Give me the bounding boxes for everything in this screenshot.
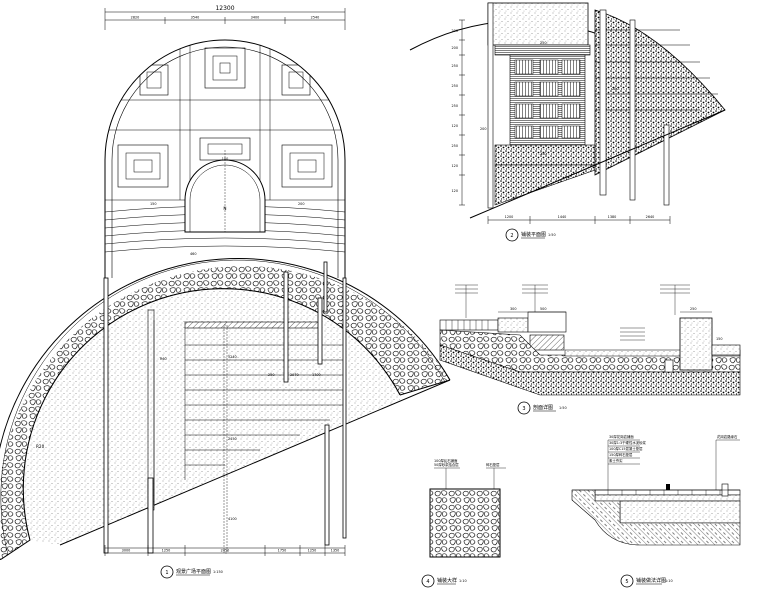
detail-2-side-dim-12: 250 xyxy=(540,152,546,156)
plan-1-label-460: 460 xyxy=(190,252,196,256)
plan-1-label-2070: 2070 xyxy=(290,373,299,377)
plan-1-top-dim-3: 3400 xyxy=(251,16,260,20)
detail-3-caption-title: 剖面详图 xyxy=(533,404,553,411)
detail-2-side-dim-5: 250 xyxy=(452,104,458,108)
detail-5-note-4: 150厚碎石垫层 xyxy=(609,452,633,457)
detail-2-side-dim-13: 200 xyxy=(612,87,618,91)
detail-2-caption-scale: 1:50 xyxy=(548,233,556,237)
detail-2-caption-number: 2 xyxy=(510,233,513,239)
detail-2-side-dim-8: 120 xyxy=(452,164,458,168)
detail-2-bottom-dim-4: 2640 xyxy=(646,215,655,219)
plan-1-label-r60: R60 xyxy=(160,357,167,361)
detail-2-side-dim-3: 250 xyxy=(452,64,458,68)
plan-1-caption-number: 1 xyxy=(165,570,168,576)
detail-5-note-6: 花岗岩路缘石 xyxy=(717,434,738,439)
detail-2-side-dim-9: 120 xyxy=(452,189,458,193)
detail-5-caption-title: 铺装做法详图 xyxy=(636,577,666,584)
detail-2-side-dim-10: 200 xyxy=(480,127,486,131)
detail-2-side-dim-4: 250 xyxy=(452,84,458,88)
detail-2-caption-title: 铺装平面图 xyxy=(521,231,546,238)
plan-1-bottom-dim-2: 1250 xyxy=(162,549,171,553)
plan-1-top-dim-1: 2820 xyxy=(131,16,140,20)
detail-2-side-dim-2: 200 xyxy=(452,46,458,50)
plan-1-bottom-dim-6: 1350 xyxy=(331,549,340,553)
detail-4-note-2: 50厚砂浆结合层 xyxy=(434,462,459,467)
plan-1-label-150: 150 xyxy=(150,202,156,206)
detail-5-note-5: 素土夯实 xyxy=(609,458,623,463)
plan-1-caption-circle xyxy=(160,565,174,579)
detail-3-caption-scale: 1:50 xyxy=(559,406,567,410)
plan-1-label-200: 200 xyxy=(298,202,304,206)
plan-1-label-n: N xyxy=(223,206,226,211)
detail-3-note-2: 500 xyxy=(540,307,546,311)
detail-3-drawing: 300 500 250 150 3 剖面详图 1:50 xyxy=(439,284,741,415)
detail-3-note-3: 250 xyxy=(690,307,696,311)
plan-1-bottom-dim-3: 2450 xyxy=(221,549,230,553)
detail-2-side-dim-7: 250 xyxy=(452,144,458,148)
detail-3-note-1: 300 xyxy=(510,307,516,311)
plan-1-label-5240: 5240 xyxy=(228,355,237,359)
plan-1-label-r20: R20 xyxy=(36,444,45,449)
detail-2-side-dim-6: 120 xyxy=(452,124,458,128)
plan-1-caption-scale: 1:150 xyxy=(213,570,223,574)
detail-4-caption-circle xyxy=(421,574,435,588)
plan-1-top-dim-2: 3540 xyxy=(191,16,200,20)
plan-1-label-100: 100 xyxy=(222,157,228,161)
detail-5-caption-scale: 1:10 xyxy=(665,579,673,583)
detail-3-caption-circle xyxy=(517,401,531,415)
detail-5-note-2: 30厚1:3干硬性水泥砂浆 xyxy=(609,440,647,445)
detail-2-side-dim-11: 250 xyxy=(540,41,546,45)
detail-2-caption-circle xyxy=(505,228,519,242)
detail-4-note-3: 碎石垫层 xyxy=(486,462,500,467)
plan-1-drawing: 12300 2820 3540 3400 2540 xyxy=(0,5,451,579)
detail-5-caption-number: 5 xyxy=(625,579,628,585)
plan-1-bottom-dim-1: 3000 xyxy=(122,549,131,553)
detail-4-drawing: 100厚乱石铺面 50厚砂浆结合层 碎石垫层 4 铺装大样 1:10 xyxy=(421,458,506,588)
detail-2-drawing: 200 200 250 250 250 120 250 120 120 200 … xyxy=(409,2,726,242)
detail-2-side-dim-1: 200 xyxy=(452,29,458,33)
plan-1-label-2450: 2450 xyxy=(228,437,237,441)
detail-4-caption-title: 铺装大样 xyxy=(437,577,457,584)
detail-3-note-4: 150 xyxy=(716,337,722,341)
detail-3-caption-number: 3 xyxy=(522,406,525,412)
plan-1-bottom-dim-4: 1750 xyxy=(278,549,287,553)
plan-1-label-1700: 1700 xyxy=(312,373,321,377)
plan-1-label-4100: 4100 xyxy=(228,517,237,521)
detail-4-caption-scale: 1:10 xyxy=(459,579,467,583)
detail-5-note-1: 30厚花岗岩铺面 xyxy=(609,434,634,439)
detail-4-note-1: 100厚乱石铺面 xyxy=(434,458,458,463)
detail-2-bottom-dim-2: 1440 xyxy=(558,215,567,219)
detail-2-bottom-dim-1: 1200 xyxy=(505,215,514,219)
detail-5-note-3: 100厚C15混凝土垫层 xyxy=(609,446,643,451)
plan-1-caption-title: 观景广场平面图 xyxy=(176,568,211,575)
detail-4-caption-number: 4 xyxy=(426,579,429,585)
detail-2-bottom-dim-3: 1380 xyxy=(608,215,617,219)
plan-1-bottom-dim-5: 1250 xyxy=(308,549,317,553)
detail-5-drawing: 30厚花岗岩铺面 30厚1:3干硬性水泥砂浆 100厚C15混凝土垫层 150厚… xyxy=(571,434,741,588)
plan-1-top-total-dim: 12300 xyxy=(215,5,234,12)
detail-5-caption-circle xyxy=(620,574,634,588)
plan-1-top-dim-4: 2540 xyxy=(311,16,320,20)
plan-1-label-250: 250 xyxy=(268,373,274,377)
